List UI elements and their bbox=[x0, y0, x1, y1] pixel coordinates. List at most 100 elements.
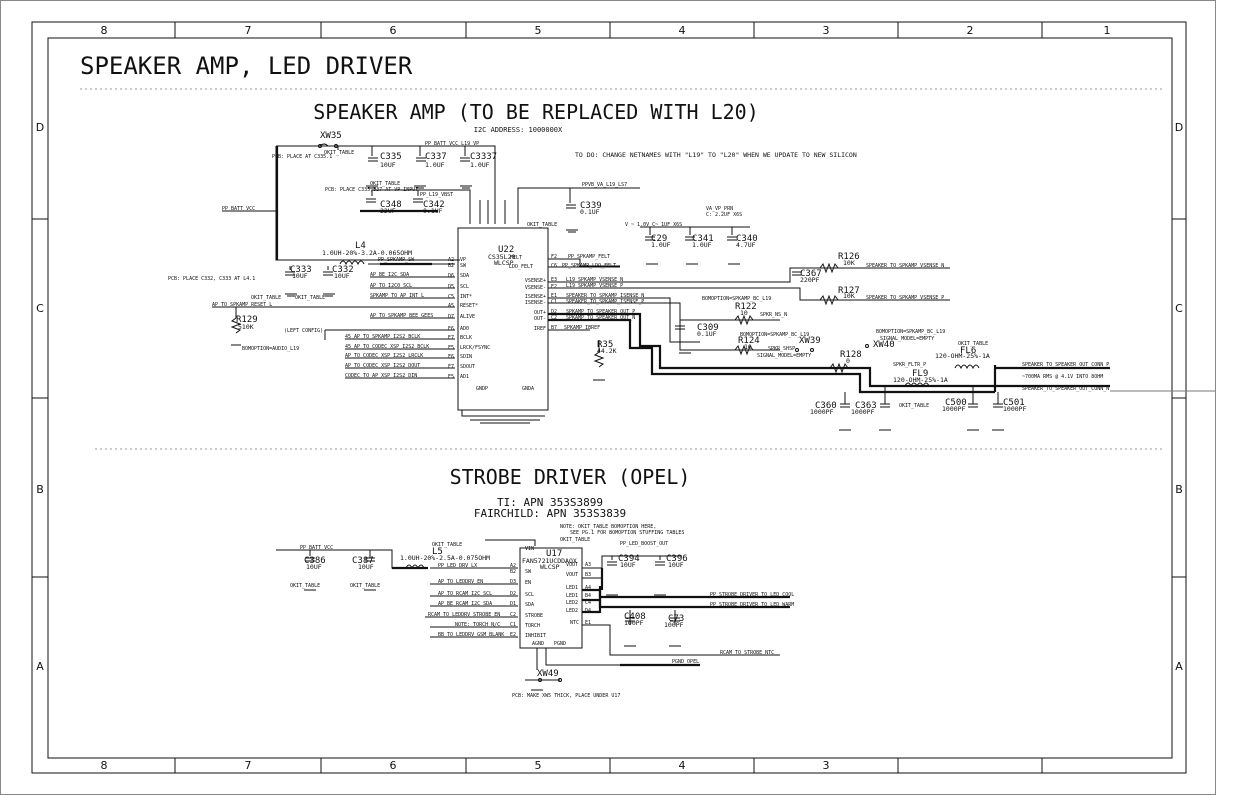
row-label-c-left: C bbox=[36, 302, 44, 315]
col-label-1: 1 bbox=[1104, 24, 1111, 37]
c387-val: 10UF bbox=[358, 563, 374, 571]
net-i2s-lrclk: AP_TO_CODEC_XSP_I2S2_LRCLK bbox=[345, 353, 423, 359]
u22-pin-c5: C5 bbox=[448, 294, 454, 300]
u17-pin-e1: E1 bbox=[585, 620, 591, 626]
net-out-p: SPKAMP_TO_SPEAKER_OUT_P bbox=[566, 309, 635, 315]
c408-val: 100PF bbox=[624, 619, 644, 627]
l4-ref: L4 bbox=[355, 241, 366, 251]
u17-label-scl: SCL bbox=[525, 592, 534, 598]
u17-label-vout-1: VOUT bbox=[566, 562, 578, 568]
r124-ref: R124 bbox=[738, 336, 760, 346]
net-isense-n: SPEAKER_TO_SPKAMP_ISENSE_N bbox=[566, 293, 644, 299]
u22-label-alive: ALIVE bbox=[460, 314, 475, 320]
net-vsense-p: L19_SPKAMP_VSENSE_P bbox=[566, 283, 623, 289]
col-label-bottom-6: 6 bbox=[390, 759, 397, 772]
net-pp-spkamp-sw: PP_SPKAMP_SW bbox=[378, 257, 415, 263]
c333-val: 10UF bbox=[292, 272, 308, 280]
u22-label-felt: FELT bbox=[510, 255, 522, 261]
u17-pkg: WLCSP bbox=[540, 563, 560, 571]
c339-ref: C339 bbox=[580, 201, 602, 211]
net-pp-batt-vcc: PP_BATT_VCC bbox=[222, 206, 255, 212]
col-label-5: 5 bbox=[535, 24, 542, 37]
ti-apn: TI: APN 353S3899 bbox=[497, 496, 603, 509]
c501-val: 1000PF bbox=[1003, 405, 1027, 413]
r127-ref: R127 bbox=[838, 286, 860, 296]
u22-label-vp: VP bbox=[460, 257, 466, 263]
u22-pin-b2: B2 bbox=[448, 263, 454, 269]
c337-ref: C337 bbox=[425, 152, 447, 162]
net-i2s-codec-bclk: 45_AP_TO_CODEC_XSP_I2S2_BCLK bbox=[345, 344, 429, 350]
net-vsense-n: L19_SPKAMP_VSENSE_N bbox=[566, 277, 623, 283]
resistor-glyphs bbox=[230, 143, 980, 388]
fl6-val: 120-OHM-25%-1A bbox=[935, 352, 990, 360]
u17-label-agnd: AGND bbox=[532, 641, 544, 647]
bomoption-l19-3: BOMOPTION=SPKAMP_BC_L19 bbox=[876, 329, 945, 335]
c340-val: 4.7UF bbox=[736, 241, 756, 249]
net-ppvb-l19: PPVB_VA_L19_LS7 bbox=[582, 182, 627, 188]
r126-ref: R126 bbox=[838, 252, 860, 262]
u22-pin-e2: E2 bbox=[551, 284, 557, 290]
u17-pin-d3: D3 bbox=[510, 579, 516, 585]
strobe-labels: C386 C387 L5 U17 C394 C396 C408 C73 XW49 bbox=[304, 547, 688, 679]
c501-ref: C501 bbox=[1003, 398, 1025, 408]
vp-cap: C: 2.2UF X6S bbox=[706, 212, 742, 218]
u17-pin-c2: C2 bbox=[510, 612, 516, 618]
xw39-ref: XW39 bbox=[799, 336, 821, 346]
net-ap-be-rcam-sda: AP_BE_RCAM_I2C_SDA bbox=[438, 601, 492, 607]
u22-pin-e6: E6 bbox=[448, 326, 454, 332]
okit-table-3: OKIT_TABLE bbox=[527, 222, 557, 228]
c394-ref: C394 bbox=[618, 554, 640, 564]
c348-val: 22UF bbox=[380, 207, 396, 215]
u22-label-gnda: GNDA bbox=[522, 386, 534, 392]
u22-label-isense-n: ISENSE- bbox=[525, 300, 546, 306]
col-label-bottom-3: 3 bbox=[823, 759, 830, 772]
speaker-output-wires bbox=[275, 146, 1110, 394]
strobe-values: 10UF 10UF 1.0UH-20%-2.5A-0.075OHM FAN572… bbox=[306, 554, 684, 629]
u22-label-ldo-felt: LDO_FELT bbox=[509, 264, 533, 270]
u17-pin-b2: B2 bbox=[510, 569, 516, 575]
u22-label-iref: IREF bbox=[534, 326, 546, 332]
u17-label-en: EN bbox=[525, 580, 531, 586]
u22-pin-b7: B7 bbox=[551, 325, 557, 331]
c387-ref: C387 bbox=[352, 556, 374, 566]
u22-pin-d6: D6 bbox=[448, 273, 454, 279]
net-rcam-to-leddrv: RCAM_TO_LEDDRV_STROBE_EN bbox=[428, 612, 500, 618]
c348-ref: C348 bbox=[380, 200, 402, 210]
u17-pin-c4: C4 bbox=[585, 600, 591, 606]
net-spkamp-to-ap-int: SPKAMP_TO_AP_INT_L bbox=[370, 293, 424, 299]
u22-pin-c6: C6 bbox=[551, 263, 557, 269]
row-label-a-right: A bbox=[1175, 660, 1183, 673]
c309-val: 0.1UF bbox=[697, 330, 717, 338]
col-label-6: 6 bbox=[390, 24, 397, 37]
u22-pin-c2: C2 bbox=[551, 315, 557, 321]
okit-table-1: OKIT_TABLE bbox=[324, 150, 354, 156]
u17-pin-b3: B3 bbox=[585, 572, 591, 578]
net-spk-vsense-p: SPEAKER_TO_SPKAMP_VSENSE_P bbox=[866, 295, 944, 301]
row-label-d-right: D bbox=[1175, 121, 1183, 134]
c367-val: 220PF bbox=[800, 276, 820, 284]
u17-label-strobe: STROBE bbox=[525, 613, 543, 619]
net-spkr-fltr-p: SPKR_FLTR_P bbox=[893, 362, 926, 368]
c367-ref: C367 bbox=[800, 269, 822, 279]
net-spkr-ns-n: SPKR_NS_N bbox=[760, 312, 787, 318]
u17-pin-c1: C1 bbox=[510, 622, 516, 628]
net-pp-l19-vbst: PP_L19_VBST bbox=[420, 192, 453, 198]
net-ap-to-leddrv-en: AP_TO_LEDDRV_EN bbox=[438, 579, 483, 585]
c3337-ref: C3337 bbox=[470, 152, 497, 162]
u17-label-pgnd: PGND bbox=[554, 641, 566, 647]
cap-glyphs bbox=[285, 157, 1003, 408]
u22-label-ad1: AD1 bbox=[460, 374, 469, 380]
c341-val: 1.0UF bbox=[692, 241, 712, 249]
u17-label-led2-1: LED2 bbox=[566, 600, 578, 606]
fairchild-apn: FAIRCHILD: APN 353S3839 bbox=[474, 507, 626, 520]
speaker-amp-labels: XW35 C335 C337 C3337 C348 C342 C339 L4 C… bbox=[236, 131, 1025, 411]
net-pp-spkamp-ldo-felt: PP_SPKAMP_LDO_FELT bbox=[562, 263, 616, 269]
pcb-note-c332: PCB: PLACE C332, C333 AT L4.1 bbox=[168, 276, 255, 282]
okit-table-6: OKIT_TABLE bbox=[958, 341, 988, 347]
net-spkr-shsp: SPKR_SHSP bbox=[768, 346, 795, 352]
c386-val: 10UF bbox=[306, 563, 322, 571]
l5-val: 1.0UH-20%-2.5A-0.075OHM bbox=[400, 554, 490, 562]
net-i2s-bclk: 45_AP_TO_SPKAMP_I2S2_BCLK bbox=[345, 334, 420, 340]
rms-note: ~700MA RMS @ 4.1V INTO 8OHM bbox=[1022, 374, 1103, 380]
vp-caps-note: V ~ 1.0V C~ 1UF X6S bbox=[625, 222, 682, 228]
